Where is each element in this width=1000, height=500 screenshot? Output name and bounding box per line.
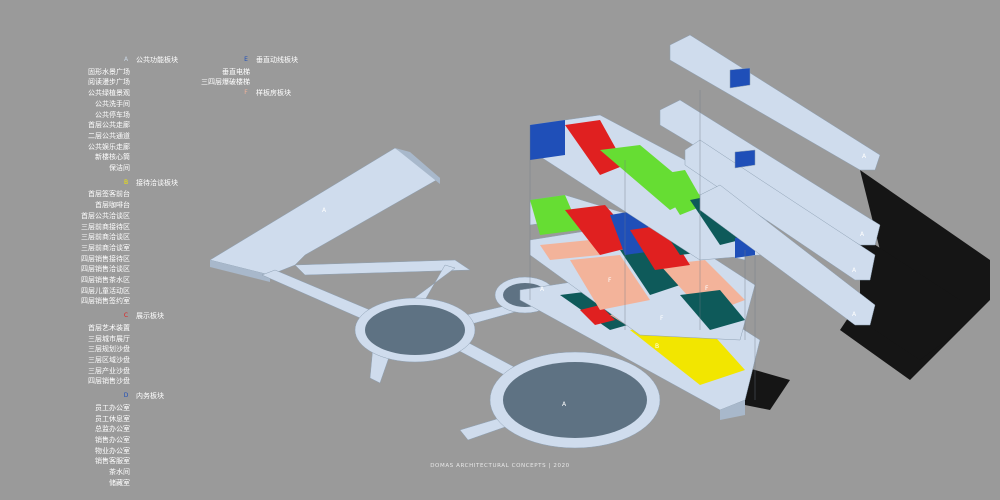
legend-title: 样板房板块 bbox=[256, 89, 291, 98]
legend-item: 保洁间 bbox=[109, 164, 130, 173]
legend-item: 四层销售签约室 bbox=[81, 297, 130, 306]
legend-item: 三层前商接待区 bbox=[81, 222, 130, 231]
label-a-bar4: A bbox=[852, 311, 857, 318]
footer-caption: DOMAS ARCHITECTURAL CONCEPTS | 2020 bbox=[430, 463, 570, 469]
legend-item: 公共娱乐走廊 bbox=[88, 142, 130, 151]
legend-item: 新楼核心筒 bbox=[95, 153, 130, 162]
label-a-bar2: A bbox=[860, 231, 865, 238]
legend-item: 四层儿童活动区 bbox=[81, 286, 130, 295]
legend-title: 垂直动线板块 bbox=[256, 56, 298, 64]
label-a-large-pool: A bbox=[562, 401, 567, 408]
legend-item: 三层前商洽谈区 bbox=[81, 233, 130, 242]
legend-right: E 垂直动线板块垂直电梯三四层爆破楼梯 F 样板房板块 bbox=[200, 55, 350, 100]
legend-group: A 公共功能板块固形水景广场阅读漫步广场公共绿植景观公共洗手间公共停车场首层公共走… bbox=[60, 55, 200, 174]
label-f-floor2: F bbox=[608, 277, 612, 284]
legend-key: D bbox=[123, 392, 129, 400]
legend-item: 垂直电梯 bbox=[222, 67, 250, 76]
legend-group: F 样板房板块 bbox=[200, 88, 350, 99]
legend-item: 茶水间 bbox=[109, 468, 130, 477]
legend-item: 四层销售接待区 bbox=[81, 254, 130, 263]
legend-item: 三层规划沙盘 bbox=[88, 345, 130, 354]
legend-group-header: A 公共功能板块 bbox=[60, 55, 200, 66]
circulation-bars bbox=[659, 34, 881, 326]
legend-group-header: F 样板房板块 bbox=[200, 88, 350, 99]
legend-group: D 内务板块员工办公室员工休息室总监办公室销售办公室物业办公室销售客服室茶水间储藏… bbox=[60, 391, 200, 488]
legend-item: 固形水景广场 bbox=[88, 67, 130, 76]
legend-key: F bbox=[244, 89, 248, 97]
legend-group-header: D 内务板块 bbox=[60, 391, 200, 402]
legend-item: 四层销售茶水区 bbox=[81, 276, 130, 285]
legend-key: E bbox=[244, 56, 248, 63]
legend-group: C 展示板块首层艺术装置三层城市展厅三层规划沙盘三层区域沙盘三层产业沙盘四层销售沙… bbox=[60, 311, 200, 387]
legend-item: 三四层爆破楼梯 bbox=[201, 78, 250, 87]
legend-item: 物业办公室 bbox=[95, 446, 130, 455]
legend-item: 首层公共走廊 bbox=[88, 121, 130, 130]
legend-key: A bbox=[123, 56, 129, 63]
entrance-canopy-slab bbox=[209, 147, 471, 282]
legend-group-header: B 接待洽谈板块 bbox=[60, 178, 200, 189]
legend-title: 展示板块 bbox=[136, 312, 164, 321]
legend-item: 首层签客前台 bbox=[88, 190, 130, 199]
legend-group: B 接待洽谈板块首层签客前台首层咖啡台首层公共洽谈区三层前商接待区三层前商洽谈区三… bbox=[60, 178, 200, 307]
label-f-floor2b: F bbox=[705, 285, 709, 292]
legend-item: 销售办公室 bbox=[95, 435, 130, 444]
legend-item: 三层产业沙盘 bbox=[88, 366, 130, 375]
label-b-floor1: B bbox=[655, 343, 659, 350]
legend-item: 阅读漫步广场 bbox=[88, 78, 130, 87]
label-a-bar3: A bbox=[852, 267, 857, 274]
zone-labels: A A A B F F F A A A A bbox=[322, 153, 867, 408]
legend-item: 二层公共通道 bbox=[88, 131, 130, 140]
legend-item: 首层艺术装置 bbox=[88, 323, 130, 332]
legend-item: 销售客服室 bbox=[95, 457, 130, 466]
legend-item: 三层区域沙盘 bbox=[88, 355, 130, 364]
legend-item: 首层咖啡台 bbox=[95, 201, 130, 210]
legend-item: 公共停车场 bbox=[95, 110, 130, 119]
legend-title: 内务板块 bbox=[136, 392, 164, 401]
legend-item: 员工办公室 bbox=[95, 403, 130, 412]
projection-lines bbox=[529, 90, 756, 400]
legend-item: 总监办公室 bbox=[95, 425, 130, 434]
legend-item: 员工休息室 bbox=[95, 414, 130, 423]
legend-group-header: E 垂直动线板块 bbox=[200, 55, 350, 66]
legend-key: C bbox=[123, 312, 129, 320]
legend-item: 公共洗手间 bbox=[95, 99, 130, 108]
legend-group-header: C 展示板块 bbox=[60, 311, 200, 322]
legend-item: 公共绿植景观 bbox=[88, 89, 130, 98]
label-f-floor1: F bbox=[660, 315, 664, 322]
pool-medium bbox=[354, 297, 476, 363]
label-a-canopy: A bbox=[322, 207, 327, 214]
legend-group: E 垂直动线板块垂直电梯三四层爆破楼梯 bbox=[200, 55, 350, 88]
legend-item: 四层销售洽谈区 bbox=[81, 265, 130, 274]
legend-item: 四层销售沙盘 bbox=[88, 377, 130, 386]
legend-item: 三层前商洽谈室 bbox=[81, 243, 130, 252]
legend-title: 接待洽谈板块 bbox=[136, 178, 178, 187]
legend-key: B bbox=[123, 178, 129, 186]
legend-item: 首层公共洽谈区 bbox=[81, 211, 130, 220]
legend-left: A 公共功能板块固形水景广场阅读漫步广场公共绿植景观公共洗手间公共停车场首层公共走… bbox=[60, 55, 200, 492]
label-a-bar1: A bbox=[862, 153, 867, 160]
pool-large bbox=[489, 351, 661, 449]
legend-item: 三层城市展厅 bbox=[88, 334, 130, 343]
legend-item: 储藏室 bbox=[109, 478, 130, 487]
legend-title: 公共功能板块 bbox=[136, 56, 178, 64]
label-a-small-pool: A bbox=[540, 286, 545, 293]
